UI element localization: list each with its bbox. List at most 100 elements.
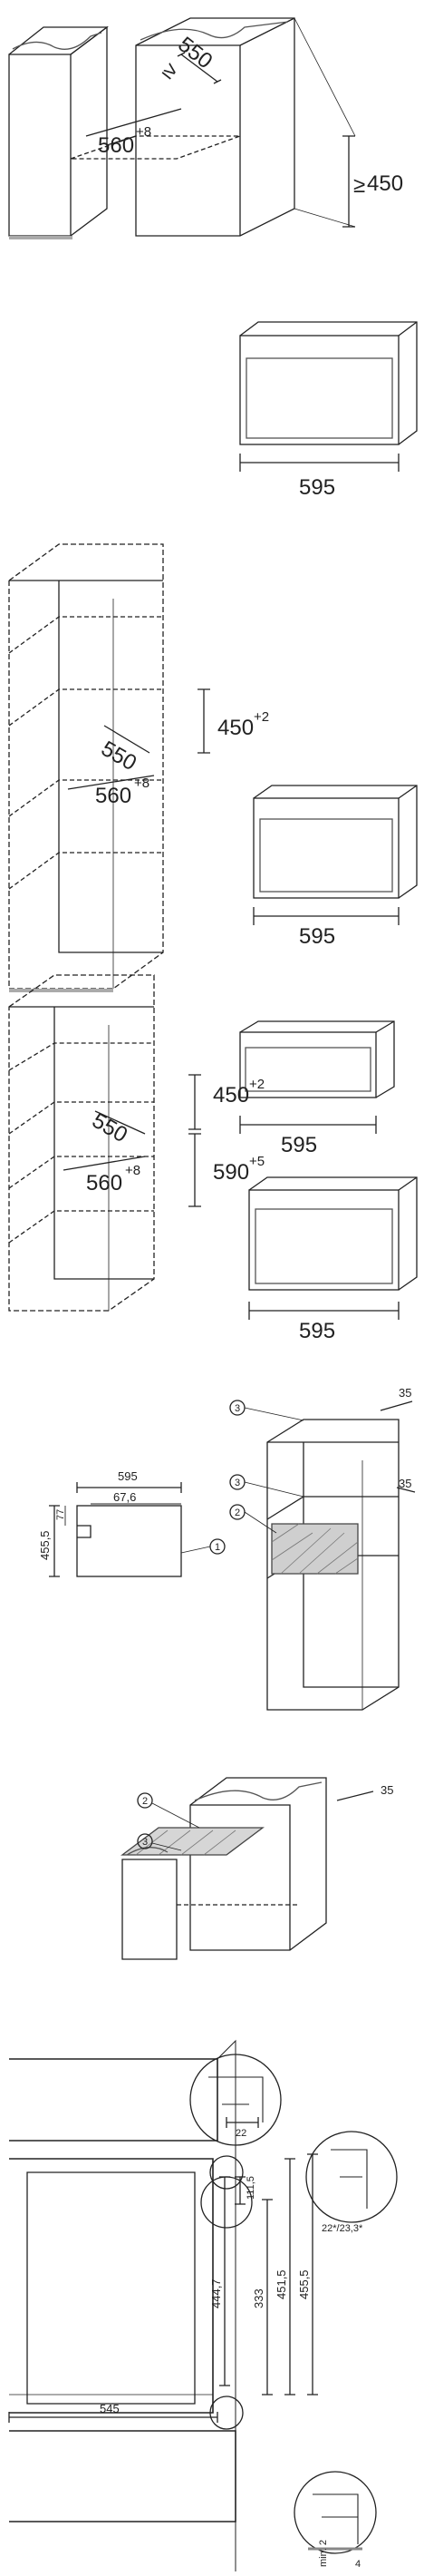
label-22-23-3: 22*/23,3* (322, 2223, 363, 2234)
label-width-560-tol: +8 (136, 124, 151, 140)
label-width-560-p5: 560 (86, 1171, 122, 1195)
appliance-section (9, 2158, 214, 2414)
label-595-2: 595 (299, 924, 335, 949)
dim-595-line (76, 1482, 182, 1493)
front-profile (76, 1505, 182, 1577)
label-595-1: 595 (299, 475, 335, 500)
upper-panel-section (9, 2058, 218, 2142)
label-height-450-tol-p3: +2 (254, 709, 269, 725)
detail-bottom-profile (313, 2493, 359, 2544)
base-vent-cabinet (189, 1777, 327, 1951)
panel-2-appliance (239, 321, 418, 472)
dim-ticks-height (342, 135, 355, 228)
callout-9-2-circle (137, 1792, 153, 1809)
dim-line-height-450 (198, 688, 210, 754)
callout-3a-leader (244, 1407, 304, 1421)
appliance-door-2 (259, 818, 393, 893)
dim-line-height-450-2 (188, 1074, 201, 1130)
appliance-door-3 (245, 1047, 371, 1092)
label-height-450-p3: 450 (217, 716, 254, 740)
callout-2-label: 2 (235, 1508, 240, 1518)
height-extension-lines (294, 17, 356, 228)
dim-line-depth (180, 54, 218, 83)
niche-floor (70, 135, 241, 160)
dim-455-line (49, 1505, 60, 1577)
shelves-2 (8, 1042, 154, 1244)
panel-5-tall-cabinet-double (8, 974, 201, 1312)
label-111-5: 111,5 (246, 2176, 256, 2200)
label-35-b: 35 (399, 1477, 411, 1490)
label-455-5: 455,5 (38, 1530, 52, 1560)
base-vent-cutout (194, 1781, 323, 1801)
dim-451-line (284, 2158, 295, 2395)
appliance-front-4 (248, 1189, 400, 1291)
base-left-cabinet (121, 1859, 178, 1960)
tall-cabinet-outline-2 (8, 974, 155, 1312)
panel-10-section (8, 2039, 398, 2571)
dim-22-line (226, 2117, 259, 2128)
panel-3-tall-cabinet (8, 543, 210, 992)
dim-35-lines (380, 1400, 416, 1493)
label-width-560-p3: 560 (95, 784, 131, 808)
callout-1-label: 1 (215, 1542, 220, 1553)
label-depth-550-p3: 550 (97, 737, 140, 776)
detail-bottom-circle (209, 2395, 244, 2430)
callout-3b-leader (244, 1481, 304, 1498)
appliance-cavity (26, 2171, 196, 2405)
label-ge-1: ≥ (158, 57, 182, 83)
dim-455-line (307, 2153, 318, 2395)
tall-cabinet-inner (58, 580, 163, 953)
label-595-4: 595 (299, 1319, 335, 1343)
appliance-depth-3 (239, 1020, 395, 1098)
appliance-door (246, 357, 393, 439)
label-22: 22 (236, 2128, 246, 2139)
label-35-base: 35 (381, 1783, 393, 1797)
panel-1-base-niche (8, 17, 356, 239)
label-depth-550-p5: 550 (88, 1108, 131, 1147)
dim-line-depth-550-2 (94, 1110, 146, 1135)
label-width-560: 560 (98, 133, 134, 158)
dim-ticks-depth (177, 52, 222, 84)
detail-right-circle (305, 2131, 398, 2223)
label-67-6: 67,6 (113, 1490, 136, 1504)
left-cabinet-top (8, 26, 109, 55)
label-width-560-tol-p5: +8 (125, 1163, 140, 1178)
label-595-top: 595 (118, 1469, 138, 1483)
appliance-depth-2 (253, 785, 418, 899)
label-4: 4 (355, 2559, 361, 2570)
dim-line-width-595-4 (248, 1302, 400, 1320)
appliance-door-4 (255, 1208, 393, 1284)
dim-35-base (336, 1791, 374, 1801)
upper-shelves (8, 616, 163, 727)
dim-line-width-595 (239, 454, 400, 472)
lower-shelves (8, 779, 163, 890)
panel-6-appliance (239, 1020, 395, 1134)
callout-9-3-leader (151, 1842, 182, 1851)
dim-line-width-560-2 (63, 1156, 146, 1171)
detail-top-profile (208, 2076, 264, 2122)
appliance-front (239, 335, 400, 445)
label-height-450: 450 (367, 171, 403, 196)
label-min-2: min. 2 (318, 2540, 329, 2567)
vent-hatch-lines (271, 1523, 359, 1575)
label-451-5: 451,5 (275, 2269, 288, 2299)
callout-3a-label: 3 (235, 1403, 240, 1414)
panel-8-ventilation (49, 1400, 416, 1711)
callout-9-2-leader (151, 1802, 200, 1829)
base-vent-edge (190, 1804, 291, 1950)
dim-444-line (219, 2176, 230, 2386)
left-cabinet-side (70, 25, 108, 237)
panel-9-base-ventilation (120, 1777, 374, 1960)
callout-9-2-label: 2 (142, 1796, 148, 1807)
callout-9-3-circle (137, 1833, 153, 1849)
rear-wall (217, 2039, 236, 2571)
right-worktop-cutout (140, 21, 289, 41)
right-cabinet-edge (136, 44, 241, 236)
dim-line-width-595-2 (253, 907, 400, 925)
callout-2-leader (244, 1511, 277, 1534)
label-height-590-tol: +5 (249, 1154, 265, 1169)
dim-line-width-560 (67, 775, 155, 790)
dim-line-height-590 (188, 1133, 201, 1207)
